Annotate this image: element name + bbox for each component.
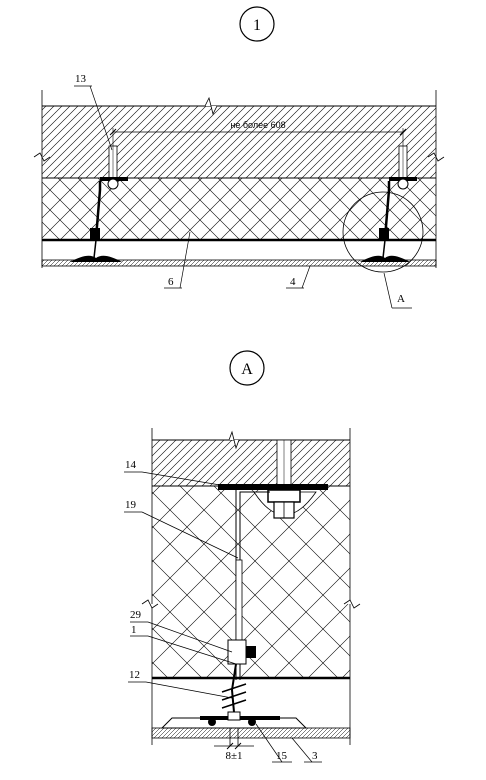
callout-6: 6	[164, 231, 191, 289]
dimension-label: не более 608	[230, 120, 285, 130]
callout-14: 14	[124, 459, 227, 487]
insulation-layer	[42, 178, 436, 242]
callout-12: 12	[128, 669, 233, 699]
callout-6-label: 6	[168, 276, 174, 288]
callout-12-label: 12	[129, 669, 140, 681]
view-a-marker: A	[229, 350, 265, 386]
view-a: A	[124, 350, 361, 763]
view-1: 1 не более	[33, 6, 445, 309]
detail-anchor	[218, 439, 328, 519]
callout-13: 13	[74, 73, 113, 151]
callout-13-label: 13	[75, 73, 87, 85]
callout-19: 19	[124, 499, 239, 559]
view-a-marker-label: A	[241, 361, 253, 378]
callout-14-label: 14	[125, 459, 137, 471]
left-fastener	[70, 145, 128, 262]
callout-15-label: 15	[276, 750, 288, 762]
callout-29: 29	[130, 609, 233, 653]
callout-3-label: 3	[312, 750, 318, 762]
detail-circle	[342, 191, 424, 273]
detail-rod	[227, 487, 270, 680]
right-fastener	[360, 145, 417, 262]
view-1-marker-label: 1	[253, 17, 261, 34]
callout-1: 1	[130, 624, 237, 665]
gap-dimension: 8±1	[214, 742, 254, 762]
callout-19-label: 19	[125, 499, 137, 511]
view-1-marker: 1	[239, 6, 275, 42]
callout-a: A	[383, 272, 412, 309]
callout-1-label: 1	[131, 624, 137, 636]
callout-29-label: 29	[130, 609, 142, 621]
callout-4: 4	[286, 265, 311, 289]
callout-a-label: A	[397, 293, 405, 305]
detail-wire	[221, 663, 247, 713]
callout-4-label: 4	[290, 276, 296, 288]
callout-3: 3	[291, 737, 322, 763]
concrete-slab	[33, 90, 445, 268]
detail-clamp	[160, 711, 308, 746]
lining-panel	[41, 259, 437, 267]
detail-panel	[151, 727, 351, 739]
callout-15: 15	[255, 723, 292, 763]
gap-label: 8±1	[225, 750, 242, 762]
